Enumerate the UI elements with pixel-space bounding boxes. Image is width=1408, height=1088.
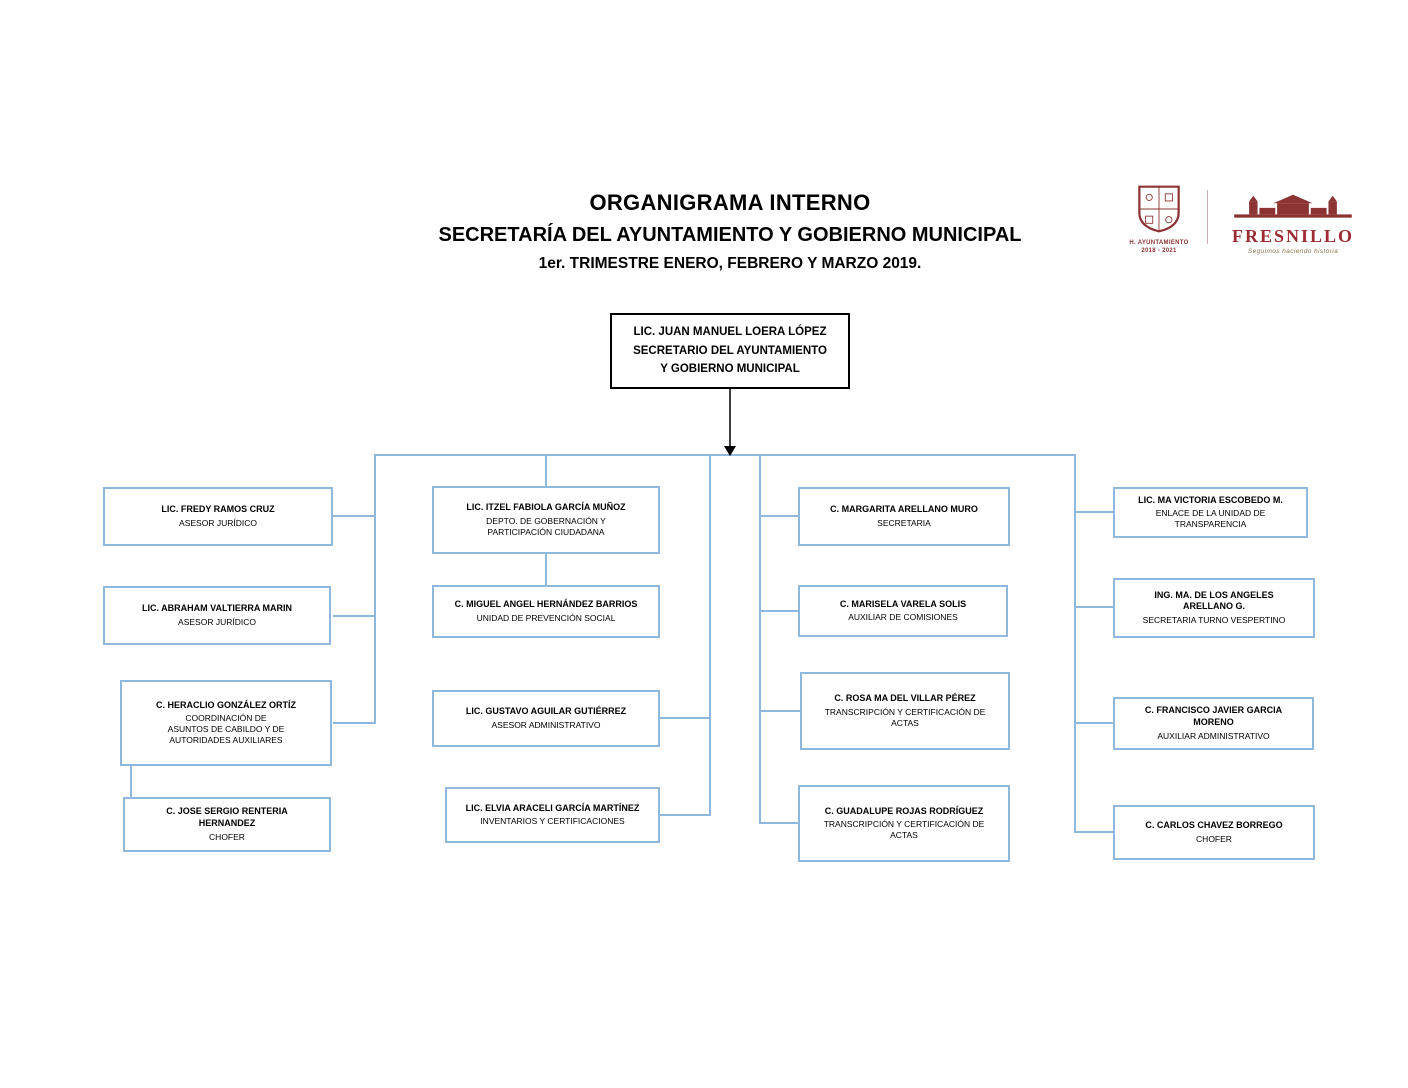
person-name: C. ROSA MA DEL VILLAR PÉREZ — [834, 693, 976, 704]
org-box-margarita-arellano: C. MARGARITA ARELLANO MURO SECRETARIA — [798, 487, 1010, 546]
person-role: TRANSCRIPCIÓN Y CERTIFICACIÓN DE ACTAS — [824, 706, 986, 728]
org-box-abraham-valtierra: LIC. ABRAHAM VALTIERRA MARIN ASESOR JURÍ… — [103, 586, 331, 645]
person-role: UNIDAD DE PREVENCIÓN SOCIAL — [476, 612, 616, 623]
person-name: C. JOSE SERGIO RENTERIA HERNANDEZ — [166, 806, 288, 828]
person-name: LIC. ELVIA ARACELI GARCÍA MARTÍNEZ — [465, 802, 640, 813]
page-period: 1er. TRIMESTRE ENERO, FEBRERO Y MARZO 20… — [538, 255, 922, 272]
person-role: CHOFER — [1196, 833, 1232, 844]
person-name: LIC. GUSTAVO AGUILAR GUTIÉRREZ — [465, 706, 627, 717]
person-name: LIC. ITZEL FABIOLA GARCÍA MUÑOZ — [466, 502, 626, 513]
org-box-rosa-del-villar: C. ROSA MA DEL VILLAR PÉREZ TRANSCRIPCIÓ… — [800, 672, 1010, 750]
org-box-carlos-chavez: C. CARLOS CHAVEZ BORREGO CHOFER — [1113, 805, 1315, 860]
root-drop-arrow — [724, 389, 736, 456]
org-box-francisco-garcia: C. FRANCISCO JAVIER GARCIA MORENO AUXILI… — [1113, 697, 1314, 750]
ayuntamiento-crest-logo: H. AYUNTAMIENTO 2018 - 2021 — [1124, 184, 1194, 256]
org-box-angeles-arellano: ING. MA. DE LOS ANGELES ARELLANO G. SECR… — [1113, 578, 1315, 638]
fresnillo-logo: FRESNILLO Seguimos haciendo historia — [1218, 192, 1368, 255]
person-name: LIC. ABRAHAM VALTIERRA MARIN — [142, 603, 292, 614]
person-role: CHOFER — [209, 831, 245, 842]
org-box-secretario-root: LIC. JUAN MANUEL LOERA LÓPEZ SECRETARIO … — [610, 313, 850, 389]
person-role: AUXILIAR ADMINISTRATIVO — [1157, 730, 1270, 741]
person-name: ING. MA. DE LOS ANGELES ARELLANO G. — [1154, 589, 1274, 612]
fresnillo-building-icon — [1234, 194, 1352, 218]
chart-header: ORGANIGRAMA INTERNO SECRETARÍA DEL AYUNT… — [355, 190, 1105, 273]
org-box-miguel-hernandez: C. MIGUEL ANGEL HERNÁNDEZ BARRIOS UNIDAD… — [432, 585, 660, 638]
person-name: C. HERACLIO GONZÁLEZ ORTÍZ — [156, 699, 296, 710]
org-box-heraclio-gonzalez: C. HERACLIO GONZÁLEZ ORTÍZ COORDINACIÓN … — [120, 680, 332, 766]
person-name: C. GUADALUPE ROJAS RODRÍGUEZ — [824, 805, 984, 816]
crest-shield-icon — [1138, 185, 1180, 233]
org-box-itzel-garcia: LIC. ITZEL FABIOLA GARCÍA MUÑOZ DEPTO. D… — [432, 486, 660, 554]
crest-caption-line2: 2018 - 2021 — [1141, 248, 1177, 255]
crest-caption-line1: H. AYUNTAMIENTO — [1129, 240, 1189, 246]
org-box-gustavo-aguilar: LIC. GUSTAVO AGUILAR GUTIÉRREZ ASESOR AD… — [432, 690, 660, 747]
logo-divider — [1207, 190, 1208, 244]
page-title: ORGANIGRAMA INTERNO — [589, 190, 871, 215]
person-name: LIC. JUAN MANUEL LOERA LÓPEZ — [633, 326, 827, 339]
org-box-fredy-ramos: LIC. FREDY RAMOS CRUZ ASESOR JURÍDICO — [103, 487, 333, 546]
person-name: C. FRANCISCO JAVIER GARCIA MORENO — [1144, 705, 1283, 727]
person-name: LIC. FREDY RAMOS CRUZ — [161, 504, 275, 515]
person-role: TRANSCRIPCIÓN Y CERTIFICACIÓN DE ACTAS — [823, 819, 985, 841]
person-role: INVENTARIOS Y CERTIFICACIONES — [480, 816, 625, 827]
person-role: ASESOR ADMINISTRATIVO — [491, 719, 601, 730]
person-name: C. MARISELA VARELA SOLIS — [839, 598, 967, 609]
person-name: C. MARGARITA ARELLANO MURO — [830, 504, 978, 515]
person-role: ASESOR JURÍDICO — [178, 616, 256, 627]
page-subtitle: SECRETARÍA DEL AYUNTAMIENTO Y GOBIERNO M… — [438, 224, 1022, 246]
person-role: AUXILIAR DE COMISIONES — [848, 612, 958, 623]
person-name: LIC. MA VICTORIA ESCOBEDO M. — [1138, 494, 1283, 505]
fresnillo-tagline: Seguimos haciendo historia — [1247, 248, 1339, 255]
person-role: SECRETARIO DEL AYUNTAMIENTO Y GOBIERNO M… — [633, 345, 827, 375]
fresnillo-wordmark: FRESNILLO — [1231, 226, 1355, 246]
org-box-jose-sergio-renteria: C. JOSE SERGIO RENTERIA HERNANDEZ CHOFER — [123, 797, 331, 852]
person-role: SECRETARIA TURNO VESPERTINO — [1142, 615, 1286, 626]
org-box-marisela-varela: C. MARISELA VARELA SOLIS AUXILIAR DE COM… — [798, 585, 1008, 637]
org-box-guadalupe-rojas: C. GUADALUPE ROJAS RODRÍGUEZ TRANSCRIPCI… — [798, 785, 1010, 862]
person-role: DEPTO. DE GOBERNACIÓN Y PARTICIPACIÓN CI… — [486, 515, 606, 537]
person-role: SECRETARIA — [877, 517, 931, 528]
person-name: C. CARLOS CHAVEZ BORREGO — [1145, 820, 1283, 831]
org-box-elvia-garcia: LIC. ELVIA ARACELI GARCÍA MARTÍNEZ INVEN… — [445, 787, 660, 843]
person-role: ASESOR JURÍDICO — [179, 517, 257, 528]
person-role: ENLACE DE LA UNIDAD DE TRANSPARENCIA — [1155, 508, 1266, 530]
org-box-victoria-escobedo: LIC. MA VICTORIA ESCOBEDO M. ENLACE DE L… — [1113, 487, 1308, 538]
person-role: COORDINACIÓN DE ASUNTOS DE CABILDO Y DE … — [167, 713, 285, 746]
person-name: C. MIGUEL ANGEL HERNÁNDEZ BARRIOS — [454, 599, 638, 610]
